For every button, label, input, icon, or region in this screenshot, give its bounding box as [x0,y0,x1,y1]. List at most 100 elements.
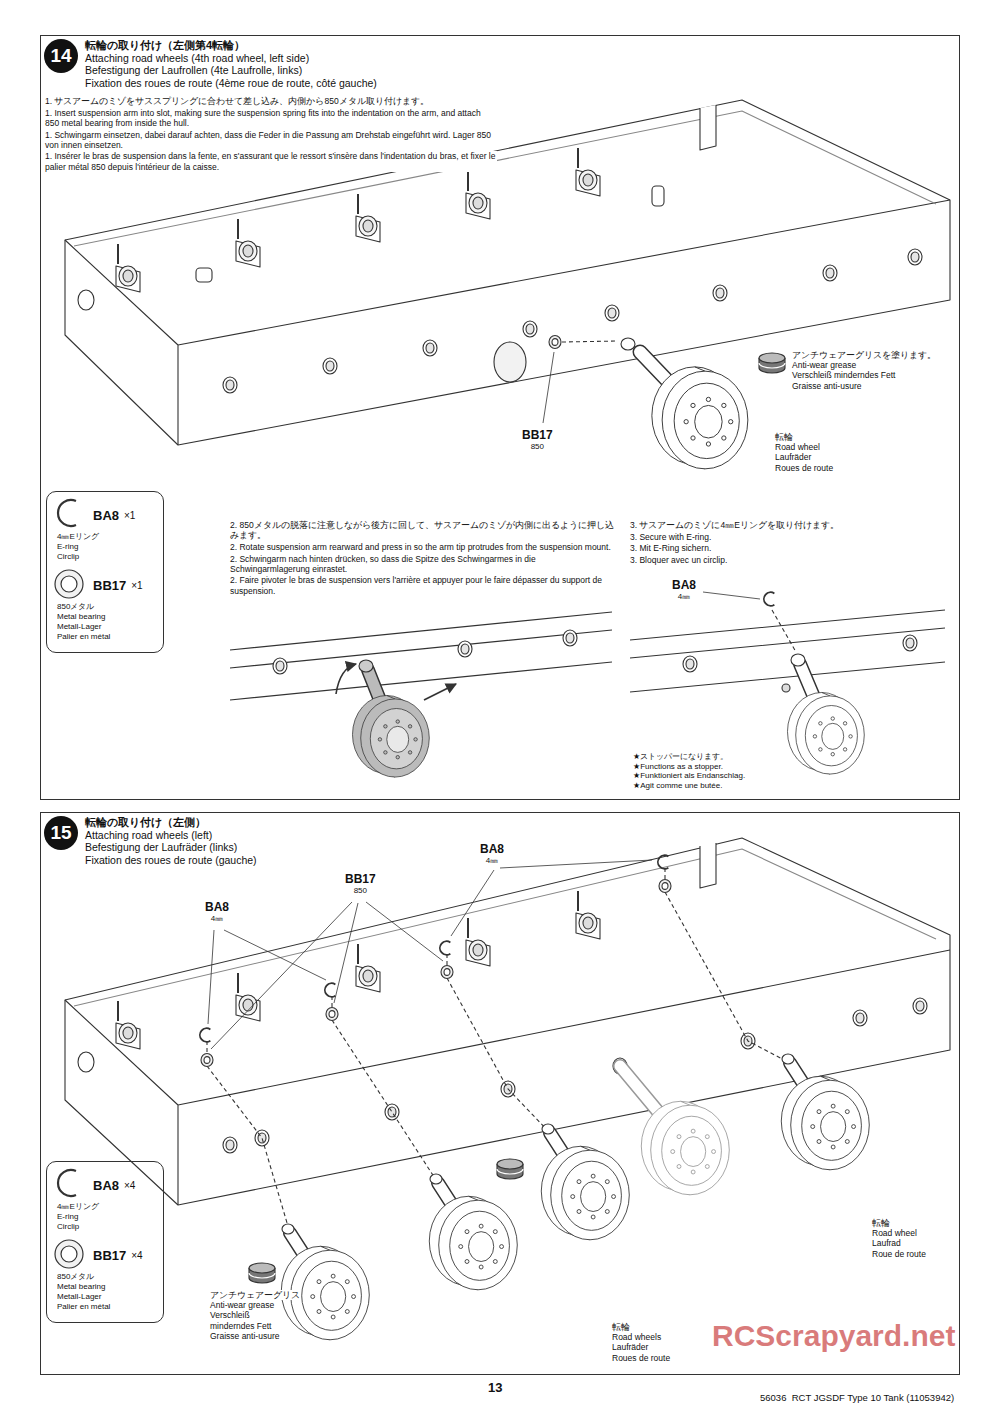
road-wheel-drawing [440,941,450,955]
road-wheel-drawing [497,1159,523,1179]
road-wheel-drawing [641,1101,729,1195]
hull-side-drawing [273,658,287,674]
part-code: BA8 [93,508,119,523]
hull-drawing [65,950,950,1205]
part-row: BB17×4 [51,1238,159,1272]
hull-drawing [713,285,727,301]
instruction-text: 1. サスアームのミゾをサススプリングに合わせて差し込み、内側から850メタル取… [45,96,429,106]
road-wheel-drawing [542,1124,554,1134]
hull-side-drawing [772,610,796,652]
hull-drawing [466,171,490,219]
part-names: 850メタルMetal bearingMetall-LagerPalier en… [51,1272,159,1312]
step-title-line: Befestigung der Laufräder (links) [85,841,257,854]
hull-drawing [196,268,212,282]
part-callout-group: BA84㎜ [205,900,229,924]
part-icon [55,570,83,598]
part-callout: BA8 [205,900,229,914]
step-title: 転輪の取り付け（左側）Attaching road wheels (left)B… [85,816,257,866]
part-row: BB17×1 [51,568,159,602]
road-wheel-drawing [447,954,550,1133]
grease-note: Verschleiß [210,1310,250,1320]
hull-side-drawing [424,684,456,700]
road-wheel-drawing [541,1146,629,1240]
part-icon [61,1246,77,1262]
part-callout: BB17 [522,428,553,442]
road-wheel-drawing [325,983,335,997]
hull-drawing [323,358,337,374]
part-names: 4㎜EリングE-ringCirclip [51,532,159,562]
part-callout-group: BA84㎜ [672,578,696,602]
hull-drawing [236,219,260,267]
road-wheel-drawing [429,1196,517,1290]
stopper-note: ★Agit comme une butée. [633,781,722,791]
hull-drawing [223,1137,237,1153]
part-code: BB17 [93,578,126,593]
hull-drawing [494,342,526,382]
page-number: 13 [488,1380,502,1396]
instruction-text-group: 2. 850メタルの脱落に注意しながら後方に回して、サスアームのミゾが内側に出る… [230,520,615,597]
part-callout: 4㎜ [211,914,223,924]
part-label: Laufräder [775,452,811,462]
part-name: Palier en métal [57,1302,159,1312]
road-wheel-drawing [621,338,635,350]
step-title-line: Fixation des roues de route (gauche) [85,854,257,867]
hull-side-drawing [787,692,864,774]
grease-note: Graisse anti-usure [210,1331,279,1341]
hull-side-drawing [458,641,472,657]
step-number: 15 [44,816,78,850]
hull-drawing [116,1001,140,1049]
road-wheel-drawing [201,1054,213,1067]
part-label: 転輪 [612,1322,630,1332]
part-name: Metal bearing [57,612,159,622]
hull-drawing [78,1052,94,1072]
part-names: 850メタルMetal bearingMetall-LagerPalier en… [51,602,159,642]
part-label: Road wheel [872,1228,917,1238]
part-name: Palier en métal [57,632,159,642]
hull-drawing [823,265,837,281]
road-wheel-drawing [781,1076,869,1170]
instruction-text: 2. Rotate suspension arm rearward and pr… [230,542,611,552]
hull-drawing [576,891,600,939]
instruction-text: 1. Insérer le bras de suspension dans la… [45,151,497,171]
road-wheel-drawing [208,930,326,1024]
watermark: RCScrapyard.net [712,1318,955,1354]
grease-note: minderndes Fett [210,1321,271,1331]
hull-side-drawing [782,684,790,692]
part-callout: BA8 [672,578,696,592]
part-name: Metall-Lager [57,1292,159,1302]
part-names: 4㎜EリングE-ringCirclip [51,1202,159,1232]
page-number-group: 13 [488,1380,502,1396]
part-icon [55,1240,83,1268]
part-name: Circlip [57,1222,159,1232]
part-row: BA8×4 [51,1168,159,1202]
road-wheel-drawing [665,868,790,1063]
step-title-line: Fixation des roues de route (4ème roue d… [85,77,377,90]
step-title-line: 転輪の取り付け（左側第4転輪） [85,39,377,52]
grease-note: Anti-wear grease [210,1300,274,1310]
hull-side-drawing [563,630,577,646]
hull-drawing [605,305,619,321]
hull-drawing [65,838,950,1205]
stopper-note: ★ストッパーになります。 [633,752,728,762]
part-row: BA8×1 [51,498,159,532]
instruction-text: 2. Faire pivoter le bras de suspension v… [230,575,615,595]
hull-drawing [356,944,380,992]
hull-side-drawing [230,612,612,700]
part-label-group: 転輪Road wheelLaufradRoue de route [872,1218,926,1259]
grease-note-group: アンチウェアーグリスを塗ります。Anti-wear greaseVerschle… [792,350,936,391]
step-number-text: 14 [50,45,71,67]
part-callout-group: BB17850 [522,428,553,452]
part-name: 850メタル [57,1272,159,1282]
part-icon [61,576,77,592]
step-title-line: 転輪の取り付け（左側） [85,816,257,829]
grease-note: アンチウェアーグリス [210,1290,300,1300]
road-wheel-drawing [249,1263,275,1283]
part-name: E-ring [57,542,159,552]
part-label: Laufräder [612,1342,648,1352]
part-quantity: ×4 [131,1250,142,1261]
part-name: E-ring [57,1212,159,1222]
hull-side-drawing [630,592,945,774]
hull-drawing [466,918,490,966]
road-wheel-drawing [652,367,748,469]
hull-drawing [576,148,600,196]
